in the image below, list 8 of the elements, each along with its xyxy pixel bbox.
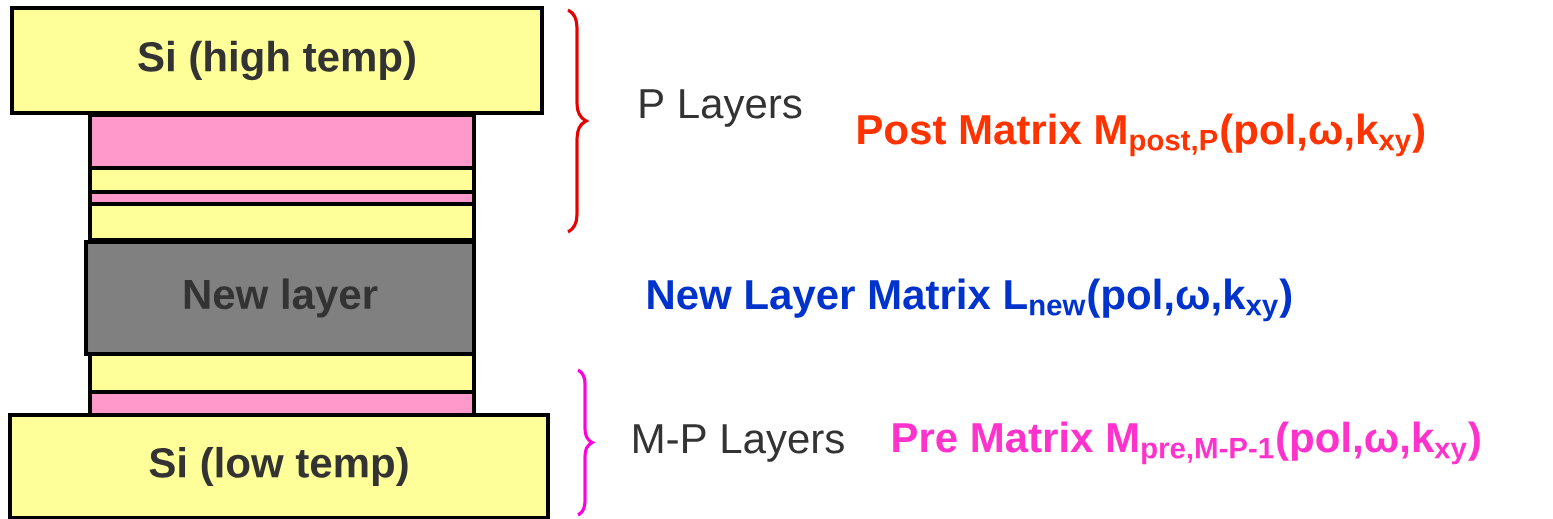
layer-box: Si (low temp): [8, 413, 550, 519]
layer-label: P Layers: [640, 89, 802, 127]
layer-box: Si (high temp): [10, 6, 544, 115]
layer-box: New layer: [84, 240, 476, 356]
layer-label: M-P Layers: [634, 424, 844, 462]
matrix-label: New Layer Matrix L$_{new}$(pol,ω,k$_{xy}$): [648, 278, 1292, 322]
matrix-label: Pre Matrix M$_{pre,M-P-1}$(pol,ω,k$_{xy}$): [893, 421, 1480, 465]
matrix-label: Post Matrix M$_{post,P}$(pol,ω,k$_{xy}$): [858, 113, 1424, 157]
